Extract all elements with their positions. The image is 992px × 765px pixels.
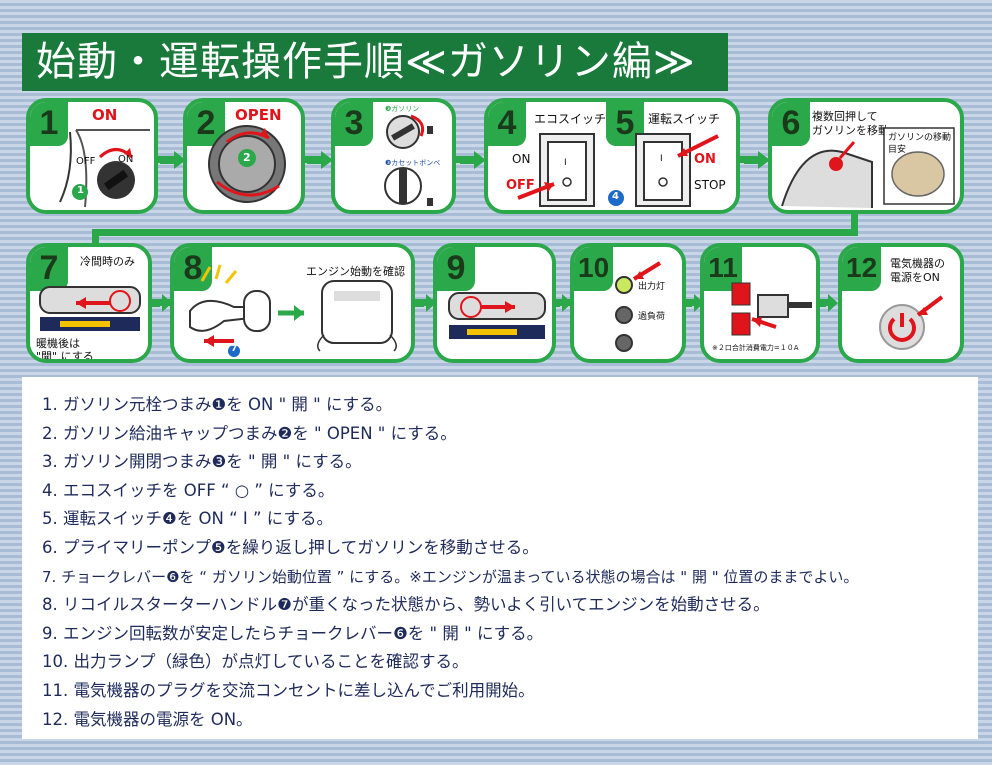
arrow-right-icon <box>410 294 436 312</box>
eco-switch-title: エコスイッチ <box>534 112 607 126</box>
instruction-3: 3. ガソリン開閉つまみ❸を " 開 " にする。 <box>42 452 362 472</box>
run-on-label: ON <box>694 152 716 167</box>
connector <box>92 229 858 236</box>
step-9-card: 9 <box>433 243 556 363</box>
instruction-7: 7. チョークレバー❻を “ ガソリン始動位置 ” にする。※エンジンが温まって… <box>42 567 859 586</box>
arrow-right-icon <box>146 294 172 312</box>
on-small-label: ON <box>118 154 134 165</box>
step-2-card: 2 OPEN 2 <box>183 98 305 214</box>
step-number: 1 <box>30 102 68 146</box>
indicator-panel-illustration <box>615 261 662 352</box>
run-stop-label: STOP <box>694 178 726 192</box>
power-button-icon <box>879 295 944 350</box>
run-mark: I <box>660 154 663 164</box>
cassette-label: ❸カセットボンベ <box>385 159 441 167</box>
eco-off-label: OFF <box>506 178 535 193</box>
step-number: 7 <box>30 247 68 291</box>
instruction-8: 8. リコイルスターターハンドル❼が重くなった状態から、勢いよく引いてエンジンを… <box>42 595 770 615</box>
instructions-panel: 1. ガソリン元栓つまみ❶を ON " 開 " にする。 2. ガソリン給油キャ… <box>22 377 978 739</box>
fuel-valve-illustration <box>59 129 150 208</box>
arrow-right-icon <box>812 294 838 312</box>
connector <box>851 212 858 234</box>
step-11-card: 11 ※２口合計消費電力=１０A <box>700 243 820 363</box>
open-label: OPEN <box>235 106 282 124</box>
off-label: OFF <box>76 156 96 167</box>
output-lamp-label: 出力灯 <box>638 282 666 292</box>
gasoline-label: ❸ガソリン <box>385 105 420 113</box>
connector <box>92 229 99 243</box>
warm-note-line2: "開" にする <box>36 350 94 363</box>
fuel-cap-illustration <box>208 125 286 203</box>
step-number: 4 <box>488 102 526 146</box>
badge-1: 1 <box>77 185 84 196</box>
badge-4: 4 <box>612 191 619 202</box>
eco-mark: I <box>564 158 567 168</box>
power-note: ※２口合計消費電力=１０A <box>712 344 799 352</box>
recoil-starter-illustration <box>189 264 397 357</box>
connector <box>820 299 834 306</box>
step-number: 8 <box>174 247 212 291</box>
instruction-1: 1. ガソリン元栓つまみ❶を ON " 開 " にする。 <box>42 395 393 414</box>
step-4-5-card: 4 5 エコスイッチ 運転スイッチ ON OFF I I 4 ON STOP <box>484 98 740 214</box>
fuel-guide-line2: 目安 <box>888 145 907 155</box>
step-7-card: 7 冷間時のみ 暖機後は "開" にする <box>26 243 152 363</box>
step-3-card: 3 ❸ガソリン ❸カセットボンベ <box>331 98 456 214</box>
warm-note-line1: 暖機後は <box>36 337 80 350</box>
step-number: 9 <box>437 247 475 291</box>
pump-instruction-line1: 複数回押して <box>812 110 878 123</box>
choke-open-illustration <box>448 292 546 339</box>
step-number: 6 <box>772 102 810 146</box>
arrow-right-icon <box>460 151 486 169</box>
step-6-card: 6 複数回押して ガソリンを移動 ガソリンの移動 目安 <box>768 98 964 214</box>
step-number: 11 <box>704 247 742 291</box>
instruction-12: 12. 電気機器の電源を ON。 <box>42 709 253 729</box>
instruction-6: 6. プライマリーポンプ❺を繰り返し押してガソリンを移動させる。 <box>42 537 539 557</box>
outlet-plug-illustration <box>731 282 812 336</box>
step-number: 3 <box>335 102 373 146</box>
step-8-card: 8 エンジン始動を確認 7 <box>170 243 415 363</box>
instruction-10: 10. 出力ランプ（緑色）が点灯していることを確認する。 <box>42 652 469 672</box>
instruction-5: 5. 運転スイッチ❹を ON “ I ” にする。 <box>42 509 333 529</box>
device-power-line2: 電源をON <box>890 271 940 284</box>
confirm-start-label: エンジン始動を確認 <box>306 265 405 278</box>
switch-illustration <box>517 133 719 207</box>
step-12-card: 12 電気機器の 電源をON <box>838 243 964 363</box>
step-number: 10 <box>574 247 614 291</box>
connector <box>415 299 433 306</box>
fuel-selector-illustration <box>384 114 433 206</box>
badge-7: 7 <box>231 344 238 354</box>
instruction-2: 2. ガソリン給油キャップつまみ❷を " OPEN " にする。 <box>42 423 457 443</box>
choke-lever-illustration <box>39 286 141 331</box>
connector <box>152 299 170 306</box>
instruction-4: 4. エコスイッチを OFF “ ○ ” にする。 <box>42 480 335 500</box>
arrow-right-icon <box>307 151 333 169</box>
eco-on-label: ON <box>512 152 531 166</box>
connector <box>686 299 700 306</box>
run-switch-title: 運転スイッチ <box>648 112 721 126</box>
pump-instruction-line2: ガソリンを移動 <box>812 124 889 137</box>
step-10-card: 10 出力灯 過負荷 <box>570 243 686 363</box>
primer-pump-illustration <box>781 127 955 208</box>
arrow-right-icon <box>744 151 770 169</box>
step-1-card: 1 ON OFF ON 1 <box>26 98 158 214</box>
on-label: ON <box>92 106 118 124</box>
overload-lamp-label: 過負荷 <box>638 312 666 322</box>
instruction-11: 11. 電気機器のプラグを交流コンセントに差し込んでご利用開始。 <box>42 680 535 700</box>
page-title: 始動・運転操作手順≪ガソリン編≫ <box>22 33 728 91</box>
fuel-guide-line1: ガソリンの移動 <box>888 133 952 143</box>
step-number: 12 <box>842 247 882 291</box>
badge-2: 2 <box>243 151 251 164</box>
cold-only-label: 冷間時のみ <box>80 255 135 268</box>
instruction-9: 9. エンジン回転数が安定したらチョークレバー❻を " 開 " にする。 <box>42 623 544 643</box>
device-power-line1: 電気機器の <box>890 257 945 270</box>
